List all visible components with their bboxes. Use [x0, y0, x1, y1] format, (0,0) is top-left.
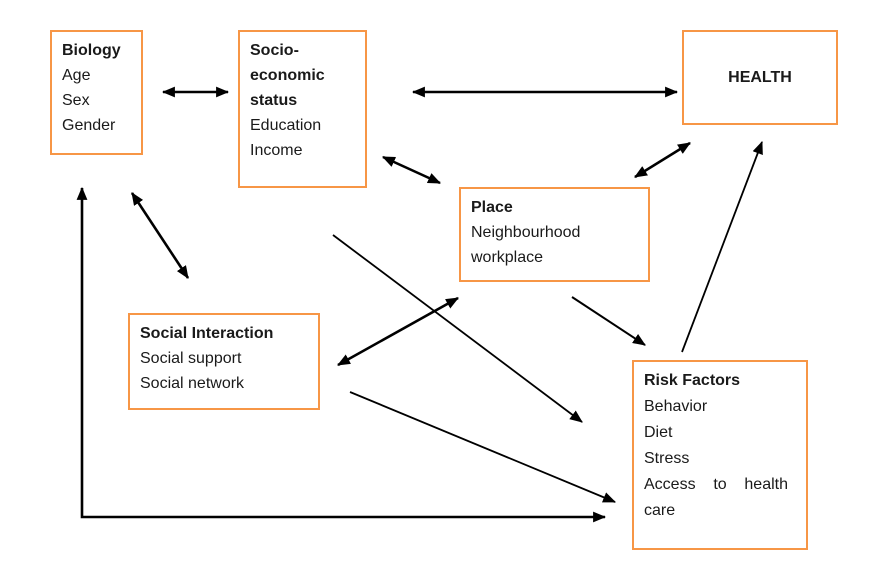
node-risk-factors-item: Diet — [644, 424, 673, 441]
node-place: Place Neighbourhood workplace — [459, 187, 650, 282]
node-social-interaction-item: Social support — [140, 350, 242, 367]
node-biology-title: Biology — [62, 42, 121, 59]
node-risk-factors: Risk Factors Behavior Diet Stress Access… — [632, 360, 808, 550]
node-biology-item: Sex — [62, 92, 90, 109]
arrow-biology-social-interaction — [130, 192, 190, 279]
node-health-title: HEALTH — [728, 69, 792, 86]
node-place-item: workplace — [471, 249, 544, 266]
node-socioeconomic-status: Socio-economic status Education Income — [238, 30, 367, 188]
node-health: HEALTH — [682, 30, 838, 125]
arrow-place-risk-factors — [571, 296, 646, 346]
arrow-social-interaction-risk-factors — [349, 391, 617, 503]
node-biology-item: Gender — [62, 117, 116, 134]
node-place-title: Place — [471, 199, 513, 216]
node-risk-factors-item: Behavior — [644, 398, 708, 415]
node-risk-factors-item: Access to health care — [644, 476, 788, 519]
node-social-interaction-title: Social Interaction — [140, 325, 274, 342]
node-social-interaction-item: Social network — [140, 375, 245, 392]
arrow-place-social-interaction — [337, 296, 459, 367]
node-risk-factors-title: Risk Factors — [644, 372, 741, 389]
arrow-ses-place — [382, 155, 441, 185]
node-social-interaction: Social Interaction Social support Social… — [128, 313, 320, 410]
node-biology: Biology Age Sex Gender — [50, 30, 143, 155]
node-place-item: Neighbourhood — [471, 224, 581, 241]
node-socioeconomic-status-title: Socio-economic status — [250, 42, 325, 109]
arrow-risk-factors-health — [681, 140, 763, 353]
arrow-health-place — [634, 141, 691, 179]
arrow-biology-risk-factors-elbow — [76, 186, 607, 523]
node-risk-factors-item: Stress — [644, 450, 690, 467]
node-socioeconomic-status-item: Education — [250, 117, 322, 134]
node-socioeconomic-status-item: Income — [250, 142, 303, 159]
node-biology-item: Age — [62, 67, 91, 84]
